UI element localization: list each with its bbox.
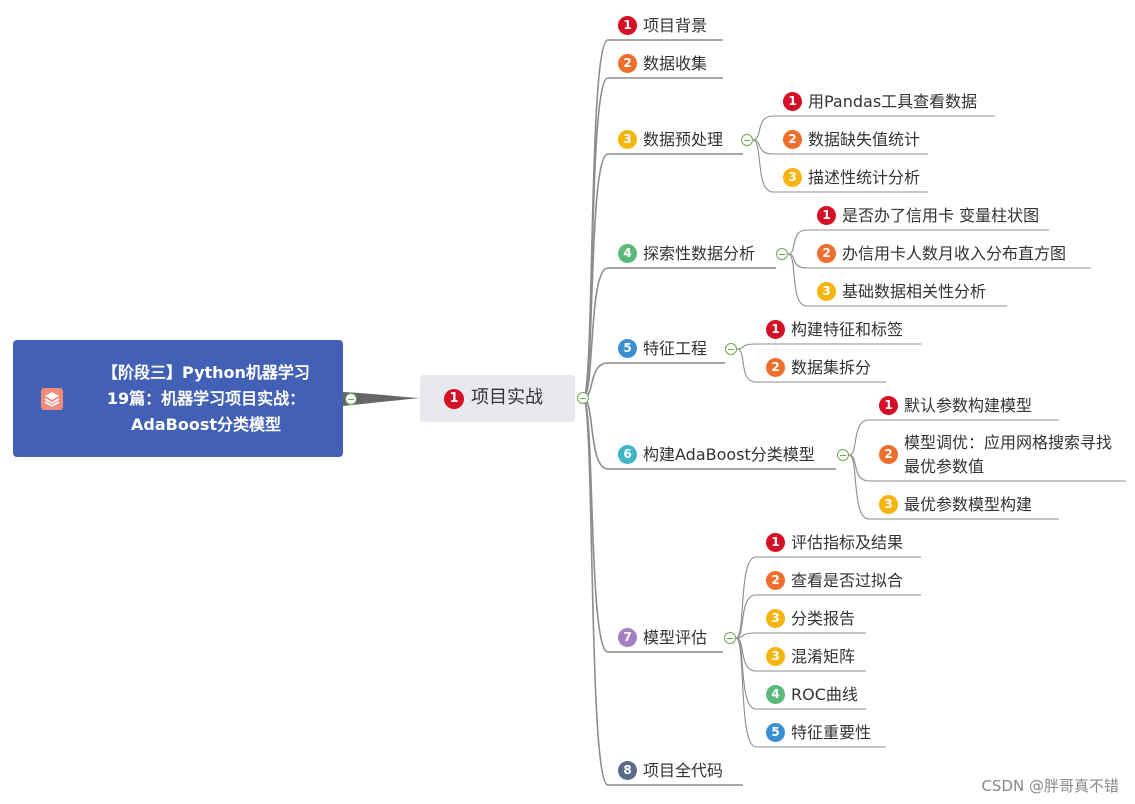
hub-topic[interactable]: 1 项目实战 bbox=[420, 375, 575, 422]
connector-line bbox=[787, 229, 1049, 255]
number-badge: 6 bbox=[618, 445, 637, 464]
node-label: 分类报告 bbox=[791, 609, 856, 628]
node-label: 基础数据相关性分析 bbox=[842, 282, 987, 301]
hub-number-badge: 1 bbox=[444, 389, 464, 409]
node-label: 特征工程 bbox=[643, 339, 708, 358]
number-badge: 1 bbox=[783, 92, 802, 111]
connector-line bbox=[582, 153, 743, 399]
number-badge: 2 bbox=[817, 244, 836, 263]
connector-line bbox=[752, 139, 928, 193]
number-badge: 5 bbox=[766, 723, 785, 742]
number-badge: 1 bbox=[766, 320, 785, 339]
number-badge: 7 bbox=[618, 628, 637, 647]
number-badge: 3 bbox=[817, 282, 836, 301]
layers-icon bbox=[41, 388, 63, 410]
node-label: 特征重要性 bbox=[791, 723, 872, 742]
node-label: 构建AdaBoost分类模型 bbox=[643, 445, 815, 464]
number-badge: 4 bbox=[618, 244, 637, 263]
node-label: 描述性统计分析 bbox=[808, 168, 921, 187]
node-label: 数据预处理 bbox=[643, 130, 724, 149]
node-label: 是否办了信用卡 变量柱状图 bbox=[842, 206, 1040, 225]
node-label: 探索性数据分析 bbox=[643, 244, 756, 263]
number-badge: 8 bbox=[618, 761, 637, 780]
node-label: 混淆矩阵 bbox=[791, 647, 856, 666]
node-label: 评估指标及结果 bbox=[791, 533, 904, 552]
number-badge: 1 bbox=[817, 206, 836, 225]
node-label: ROC曲线 bbox=[791, 685, 858, 704]
connector-line bbox=[735, 556, 921, 639]
node-label: 项目全代码 bbox=[643, 761, 724, 780]
number-badge: 2 bbox=[766, 571, 785, 590]
node-label: 默认参数构建模型 bbox=[904, 396, 1033, 415]
node-label: 数据集拆分 bbox=[791, 358, 872, 377]
number-badge: 3 bbox=[879, 495, 898, 514]
connector-line bbox=[736, 343, 921, 350]
connector-line bbox=[752, 115, 995, 141]
node-label: 数据收集 bbox=[643, 54, 708, 73]
connector-line bbox=[735, 632, 866, 639]
number-badge: 2 bbox=[766, 358, 785, 377]
connector-line bbox=[848, 454, 1059, 520]
number-badge: 3 bbox=[766, 647, 785, 666]
number-badge: 5 bbox=[618, 339, 637, 358]
connector-line bbox=[735, 637, 886, 748]
root-connector bbox=[343, 392, 420, 406]
node-label: 办信用卡人数月收入分布直方图 bbox=[842, 244, 1067, 263]
collapse-toggle[interactable] bbox=[577, 392, 589, 404]
connector-line bbox=[735, 594, 921, 639]
connector-line bbox=[752, 139, 928, 155]
collapse-toggle[interactable] bbox=[741, 134, 753, 146]
collapse-toggle[interactable] bbox=[837, 449, 849, 461]
connector-line bbox=[582, 267, 776, 399]
number-badge: 1 bbox=[879, 396, 898, 415]
number-badge: 3 bbox=[783, 168, 802, 187]
collapse-toggle[interactable] bbox=[345, 393, 357, 405]
connector-line bbox=[582, 397, 723, 653]
node-label: 最优参数模型构建 bbox=[904, 495, 1033, 514]
connector-line bbox=[787, 253, 1091, 269]
root-title: 【阶段三】Python机器学习 19篇：机器学习项目实战： AdaBoost分类… bbox=[102, 363, 310, 434]
number-badge: 2 bbox=[783, 130, 802, 149]
connector-line bbox=[736, 348, 886, 383]
node-label: 模型调优：应用网格搜索寻找最优参数值 bbox=[904, 433, 1113, 476]
number-badge: 3 bbox=[766, 609, 785, 628]
connector-line bbox=[582, 362, 725, 399]
number-badge: 2 bbox=[879, 445, 898, 464]
watermark: CSDN @胖哥真不错 bbox=[981, 777, 1119, 795]
connector-line bbox=[582, 397, 743, 786]
number-badge: 1 bbox=[618, 16, 637, 35]
collapse-toggle[interactable] bbox=[776, 248, 788, 260]
collapse-toggle[interactable] bbox=[725, 343, 737, 355]
node-label: 项目背景 bbox=[643, 16, 708, 35]
number-badge: 1 bbox=[766, 533, 785, 552]
node-label: 模型评估 bbox=[643, 628, 708, 647]
node-label: 用Pandas工具查看数据 bbox=[808, 92, 978, 111]
hub-label: 项目实战 bbox=[471, 387, 543, 408]
connector-line bbox=[848, 419, 1059, 456]
node-label: 构建特征和标签 bbox=[791, 320, 904, 339]
collapse-toggle[interactable] bbox=[724, 632, 736, 644]
root-topic[interactable]: 【阶段三】Python机器学习 19篇：机器学习项目实战： AdaBoost分类… bbox=[13, 340, 343, 457]
node-label: 查看是否过拟合 bbox=[791, 571, 904, 590]
node-label: 数据缺失值统计 bbox=[808, 130, 921, 149]
number-badge: 2 bbox=[618, 54, 637, 73]
number-badge: 3 bbox=[618, 130, 637, 149]
number-badge: 4 bbox=[766, 685, 785, 704]
connector-line bbox=[787, 253, 1007, 307]
